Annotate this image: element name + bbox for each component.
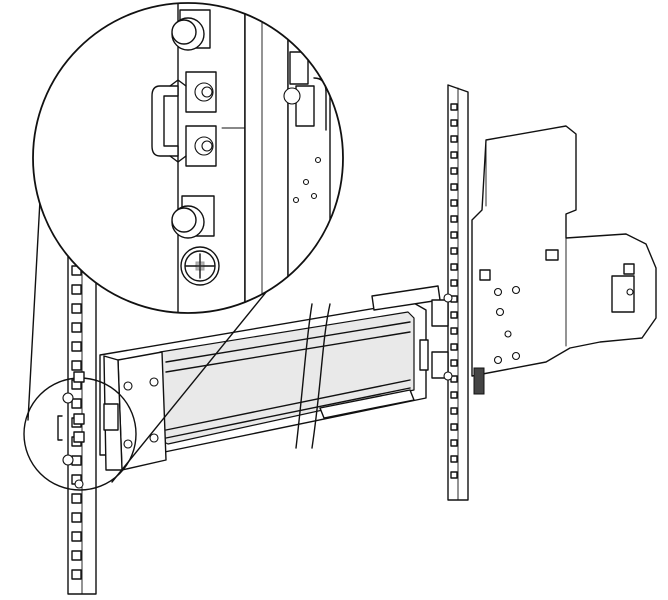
square-hole xyxy=(71,303,82,314)
square-hole xyxy=(71,493,82,504)
square-hole xyxy=(450,391,458,399)
lower-cage-nut-icon xyxy=(185,125,217,167)
upper-cage-nut-icon xyxy=(171,9,211,51)
slide-rail-assembly xyxy=(99,301,427,471)
front-post-square-holes xyxy=(71,265,82,580)
square-hole xyxy=(450,199,458,207)
square-hole xyxy=(450,263,458,271)
square-hole xyxy=(450,183,458,191)
square-hole xyxy=(450,327,458,335)
square-hole xyxy=(450,279,458,287)
square-hole xyxy=(450,231,458,239)
square-hole xyxy=(71,569,82,580)
square-hole xyxy=(71,512,82,523)
square-hole xyxy=(450,151,458,159)
square-hole xyxy=(71,341,82,352)
rear-mounting-bracket xyxy=(371,125,657,395)
rear-post-square-holes xyxy=(450,103,458,479)
screw-head-icon xyxy=(180,246,220,286)
rear-rack-post xyxy=(447,84,469,501)
lower-screw-cage-nut-icon xyxy=(171,195,215,239)
square-hole xyxy=(450,455,458,463)
square-hole xyxy=(71,550,82,561)
square-hole xyxy=(71,322,82,333)
square-hole xyxy=(450,343,458,351)
square-hole xyxy=(450,471,458,479)
square-hole xyxy=(450,311,458,319)
square-hole xyxy=(450,359,458,367)
middle-cage-nut-icon xyxy=(185,71,217,113)
square-hole xyxy=(450,103,458,111)
square-hole xyxy=(450,423,458,431)
rail-latch-handle-icon xyxy=(151,79,187,163)
square-hole xyxy=(450,119,458,127)
magnified-detail xyxy=(32,2,344,314)
square-hole xyxy=(450,247,458,255)
square-hole xyxy=(71,531,82,542)
square-hole xyxy=(450,135,458,143)
square-hole xyxy=(71,284,82,295)
detail-locator-circle xyxy=(23,371,137,491)
square-hole xyxy=(450,167,458,175)
square-hole xyxy=(71,360,82,371)
square-hole xyxy=(450,215,458,223)
square-hole xyxy=(71,398,82,409)
square-hole xyxy=(450,439,458,447)
square-hole xyxy=(450,407,458,415)
